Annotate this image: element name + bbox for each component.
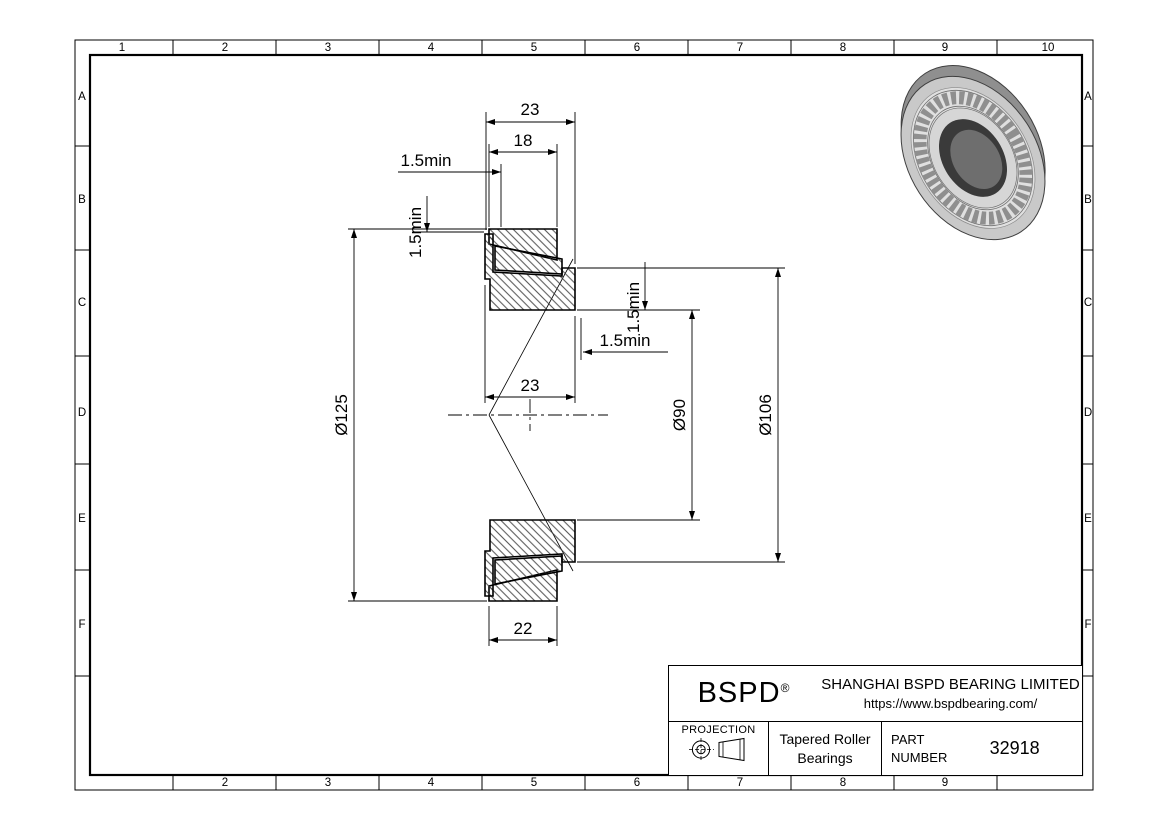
drawing-frame: 1 2 3 4 5 6 7 8 9 10 2 3 4 5 6 7 8 9 A B [74,39,1094,791]
grid-label: 2 [222,42,228,54]
grid-label: 7 [737,777,743,789]
dim-chamfer-3: 1.5min [624,282,643,333]
cone-section-bottom [484,519,576,597]
dim-bottom-width: 22 [514,619,533,638]
dimensions: 23 18 1.5min 1.5min 1.5min 1.5min Ø125 Ø… [332,100,785,646]
part-number-value: 32918 [989,738,1040,758]
grid-label: 8 [840,777,846,789]
grid-label: D [1084,407,1092,419]
grid-label: 5 [531,777,537,789]
grid-label: 6 [634,42,640,54]
grid-label: D [78,407,86,419]
grid-label: C [78,297,86,309]
dim-outer-diameter: Ø125 [332,394,351,436]
grid-label: 1 [119,42,125,54]
grid-label: E [78,513,86,525]
bearing-3d-view [900,65,1046,241]
grid-label: 9 [942,777,948,789]
dim-total-width: 23 [521,100,540,119]
dim-bore-diameter: Ø90 [670,399,689,431]
grid-label: B [1084,194,1092,206]
grid-label: 10 [1042,42,1055,54]
title-block: BSPD® SHANGHAI BSPD BEARING LIMITED http… [668,665,1083,776]
projection-label: PROJECTION [681,724,756,736]
grid-label: F [78,619,85,631]
product-name-line1: Tapered Roller [779,731,871,748]
bearing-cross-section [448,228,608,602]
grid-label: 7 [737,42,743,54]
grid-label: F [1084,619,1091,631]
grid-label: C [1084,297,1092,309]
dim-cup-width: 18 [514,131,533,150]
brand-name: BSPD [697,677,781,709]
grid-labels: 1 2 3 4 5 6 7 8 9 10 2 3 4 5 6 7 8 9 A B [78,42,1092,789]
brand-logo: BSPD® [669,677,819,710]
grid-label: 3 [325,777,331,789]
first-angle-projection-icon [688,737,744,762]
grid-label: 9 [942,42,948,54]
grid-label: B [78,194,86,206]
cone-section-top [484,233,576,311]
company-website: https://www.bspdbearing.com/ [863,696,1038,711]
grid-label: 6 [634,777,640,789]
dim-chamfer-4: 1.5min [599,331,650,350]
grid-label: E [1084,513,1092,525]
grid-label: 5 [531,42,537,54]
product-name-line2: Bearings [797,749,853,766]
grid-ticks [75,40,1093,790]
grid-label: 2 [222,777,228,789]
product-type-cell: Tapered Roller Bearings [769,722,882,775]
title-block-detail-row: PROJECTION Tapered Roller Bearings PART [669,721,1082,775]
grid-label: A [1084,91,1092,103]
dim-rib-diameter: Ø106 [756,394,775,436]
part-number-label: PART NUMBER [891,731,948,765]
title-block-company-row: BSPD® SHANGHAI BSPD BEARING LIMITED http… [669,666,1082,721]
dim-chamfer-2: 1.5min [406,207,425,258]
grid-label: 8 [840,42,846,54]
part-number-cell: PART NUMBER 32918 [882,722,1082,775]
dim-chamfer-1: 1.5min [400,151,451,170]
grid-label: 4 [428,42,435,54]
grid-label: 3 [325,42,331,54]
grid-label: A [78,91,86,103]
company-info: SHANGHAI BSPD BEARING LIMITED https://ww… [819,676,1082,711]
projection-cell: PROJECTION [669,722,769,775]
company-name: SHANGHAI BSPD BEARING LIMITED [821,676,1080,693]
registered-trademark-symbol: ® [780,681,791,695]
dim-cone-width: 23 [521,376,540,395]
grid-label: 4 [428,777,435,789]
